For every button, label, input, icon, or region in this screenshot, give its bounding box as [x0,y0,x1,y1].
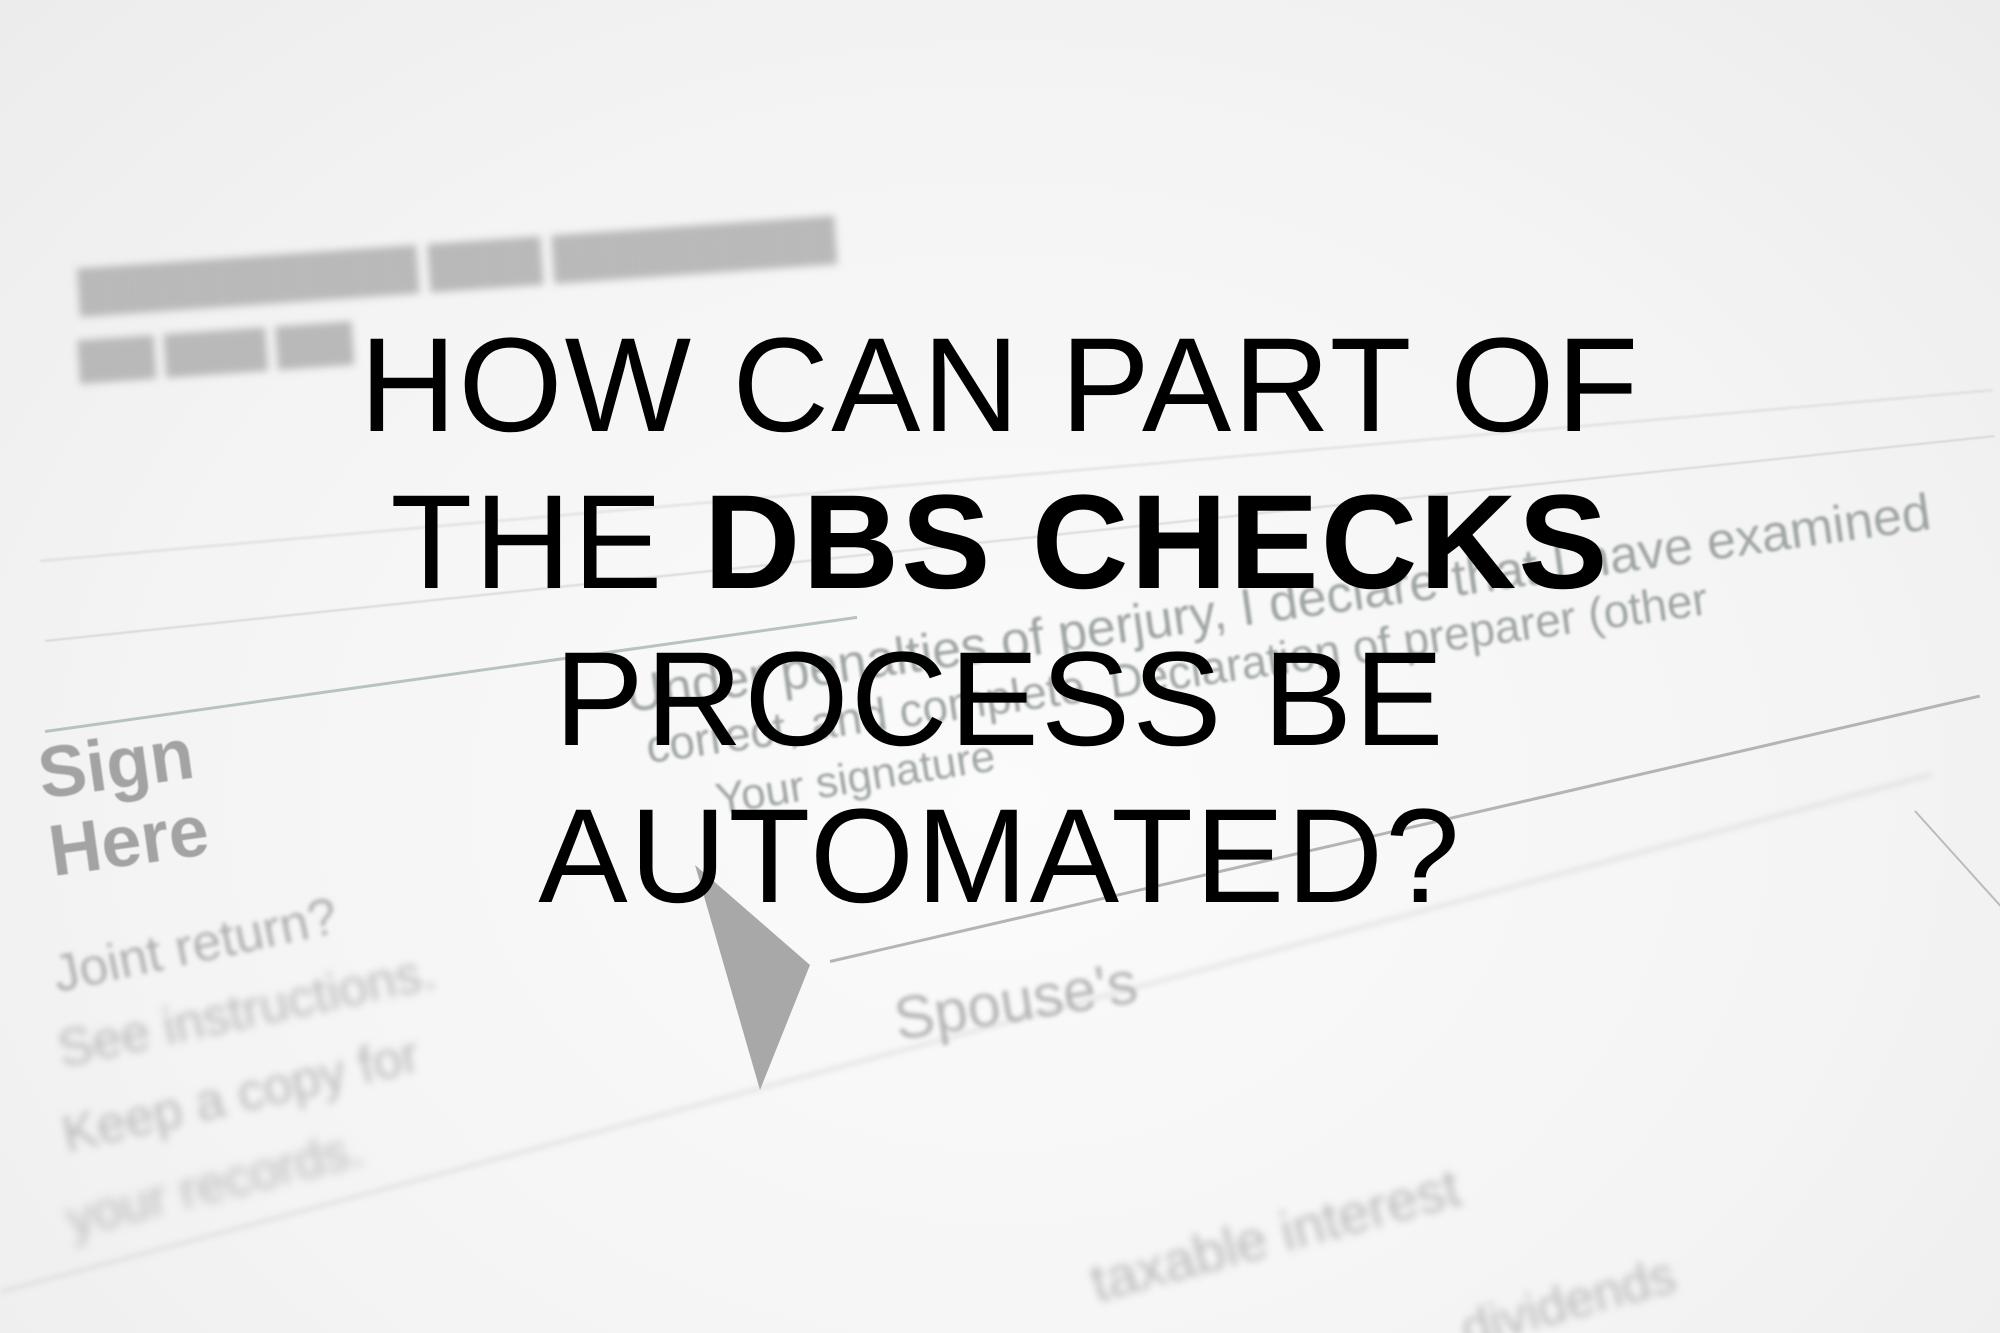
blurred-text: ████████████ ████ ██████████ [76,217,838,315]
lower-field: taxable interest [1083,1154,1467,1315]
headline-line-4: AUTOMATED? [538,782,1462,932]
spouse-label: Spouse's [889,948,1142,1054]
arrow-pointer-icon [695,865,810,1090]
headline-line-1: HOW CAN PART OF [359,311,1641,461]
headline-line-2-bold: DBS CHECKS [703,468,1610,618]
lower-field: dividends [1454,1246,1682,1333]
headline-line-2: THE DBS CHECKS [0,464,2000,621]
headline-line-2-regular: THE [390,468,704,618]
headline: HOW CAN PART OF THE DBS CHECKS PROCESS B… [0,307,2000,935]
headline-line-3: PROCESS BE [554,625,1446,775]
